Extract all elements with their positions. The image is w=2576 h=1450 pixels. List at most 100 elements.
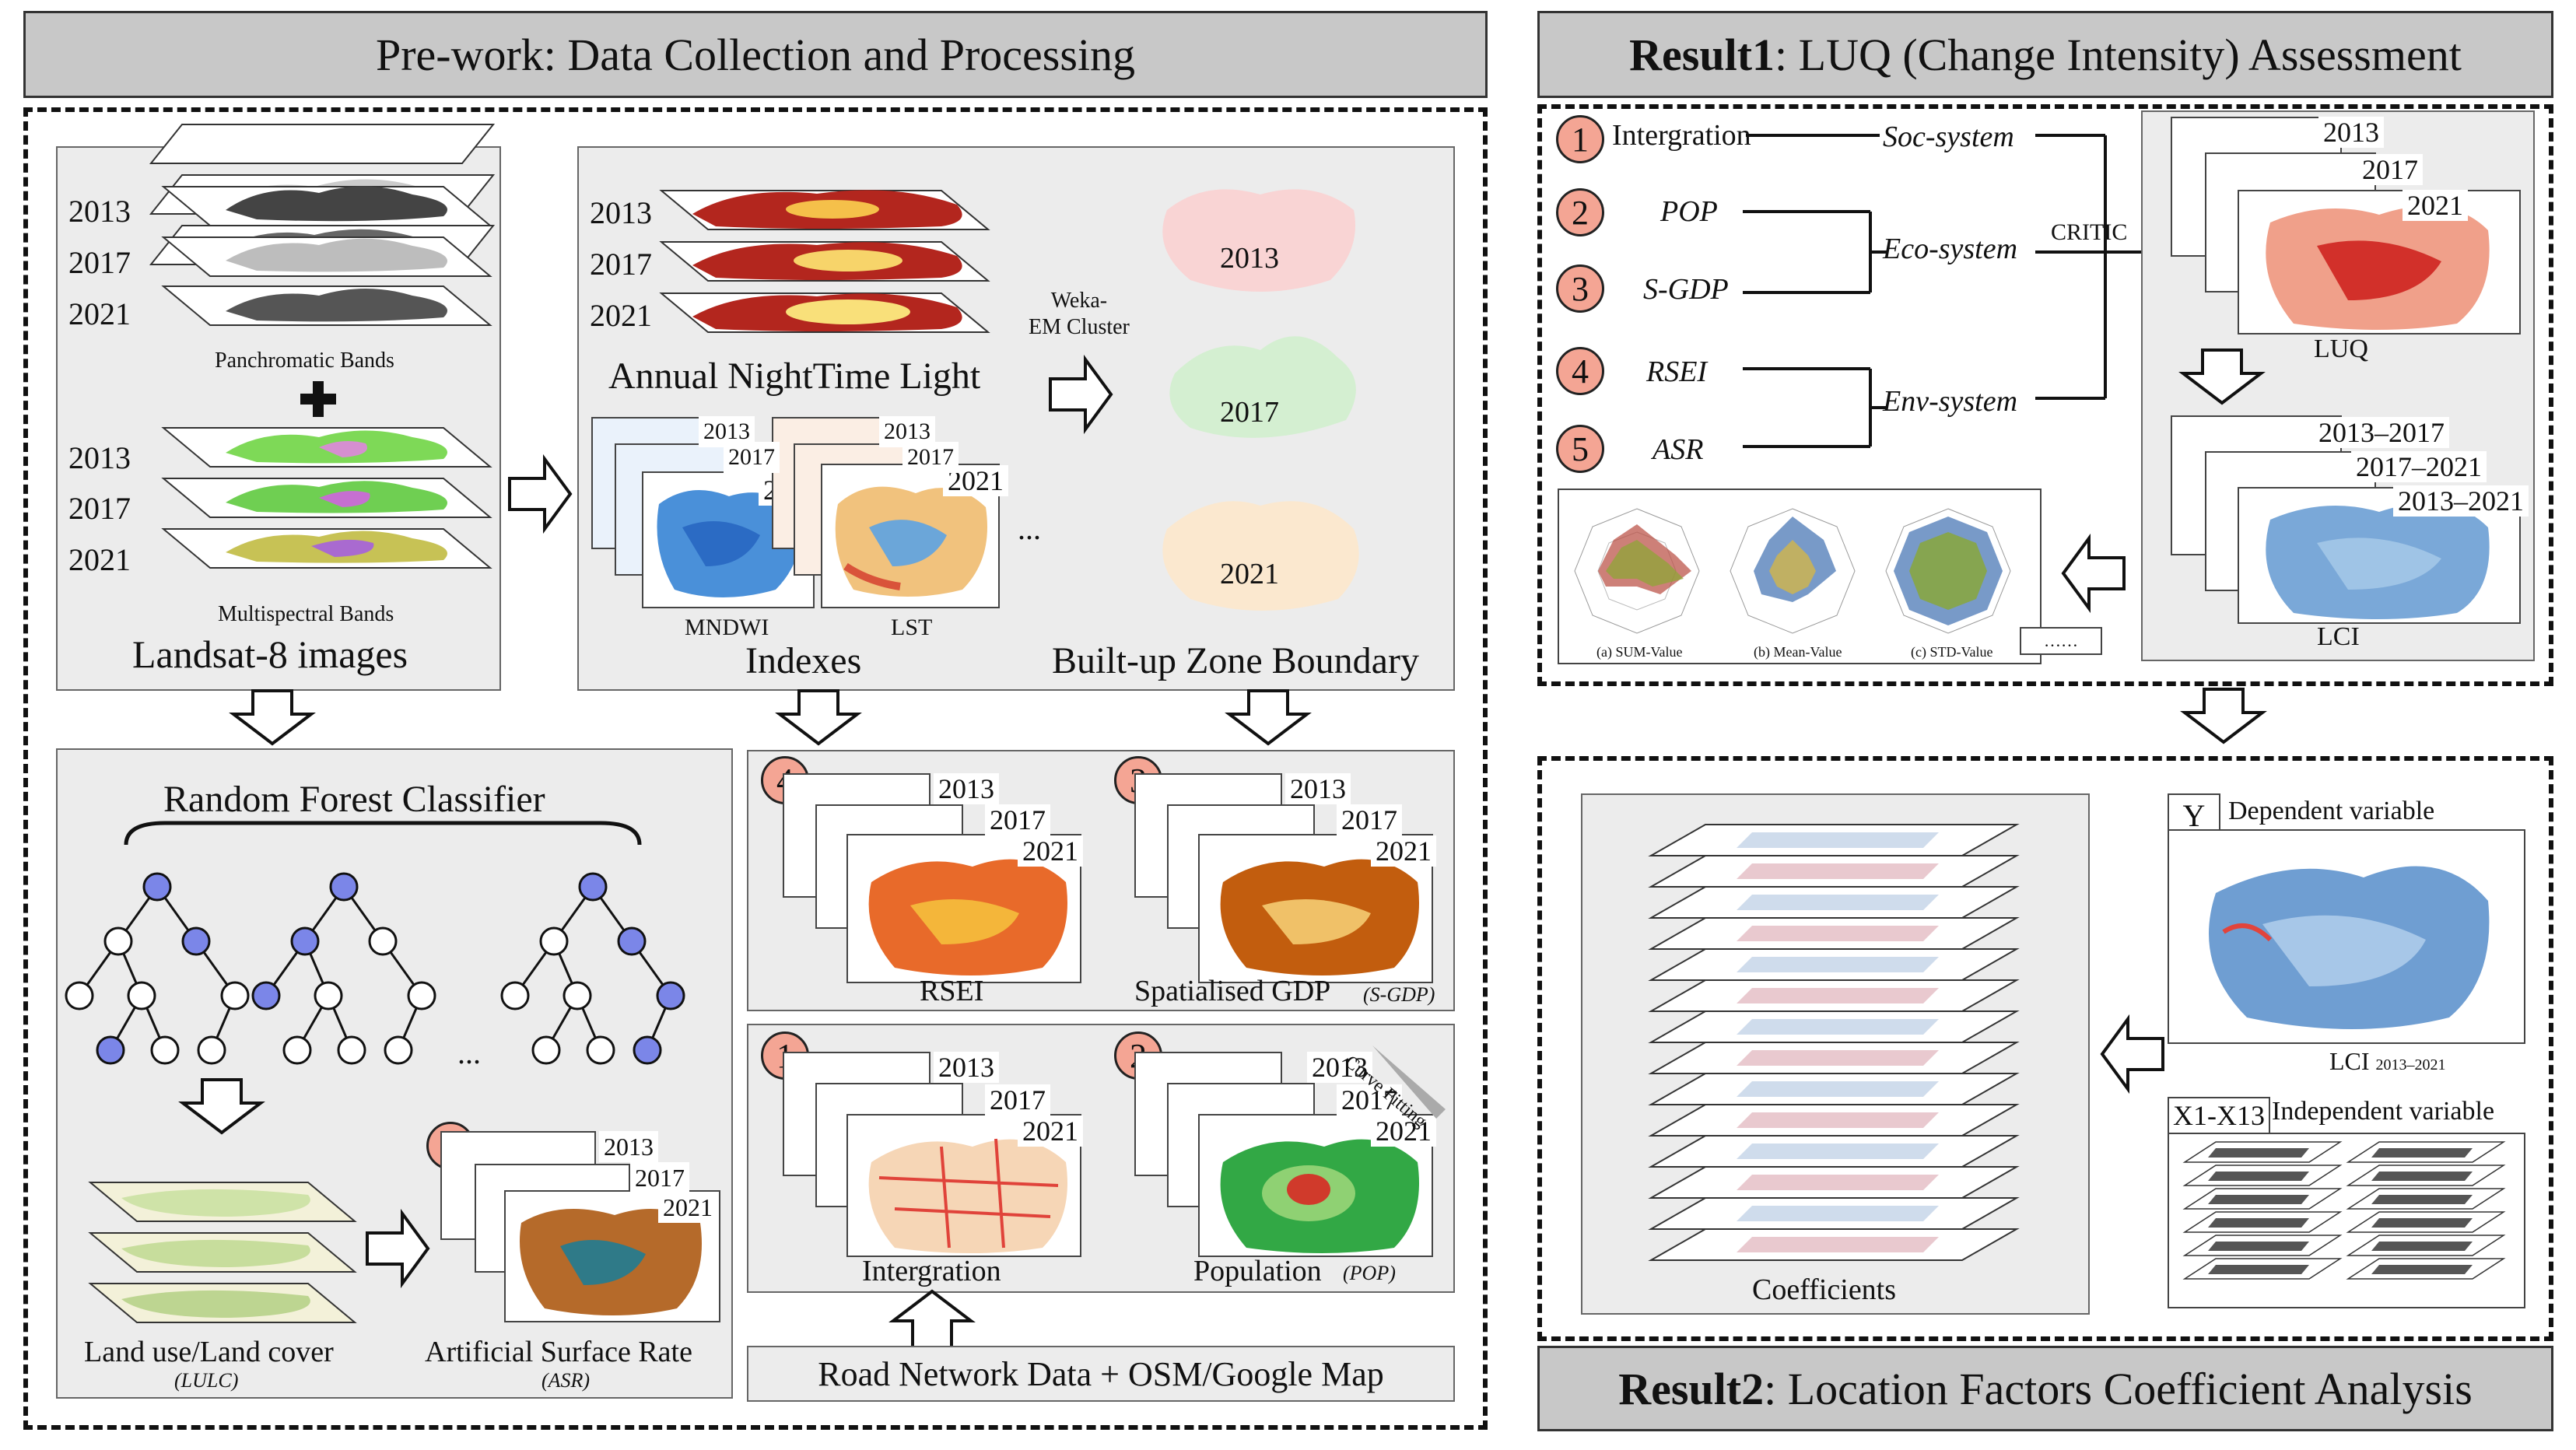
rf-node: [384, 1035, 413, 1065]
panchromatic-label: Panchromatic Bands: [215, 348, 394, 373]
coefficient-layer-fill: [1737, 926, 1939, 941]
asr-year-2013: 2013: [599, 1131, 658, 1162]
luq-label: LUQ: [2314, 334, 2368, 363]
coefficient-layer-fill: [1737, 1144, 1939, 1159]
indexes-title: Indexes: [745, 640, 862, 681]
sgdp-abbr: (S-GDP): [1363, 983, 1435, 1006]
landsat-title: Landsat-8 images: [132, 632, 408, 676]
independent-layer-fill: [2371, 1172, 2473, 1181]
pop-abbr: (POP): [1343, 1262, 1396, 1284]
rf-node: [539, 926, 569, 956]
rsei-map: [868, 859, 1067, 975]
arrow-left-radar: [2061, 533, 2126, 614]
r1-item-sgdp: S-GDP: [1643, 273, 1729, 306]
independent-layer-fill: [2208, 1242, 2309, 1251]
arrow-down-result1: [2180, 688, 2267, 744]
lci-dependent-main: LCI: [2329, 1047, 2370, 1075]
result1-title: Result1: LUQ (Change Intensity) Assessme…: [1629, 29, 2462, 81]
coefficient-layer-fill: [1737, 832, 1939, 848]
sgdp-card: [1198, 834, 1433, 983]
luq-year-2017: 2017: [2357, 154, 2423, 185]
asr-year-2017: 2017: [630, 1162, 689, 1193]
zone-2021: [1162, 501, 1359, 611]
y-tag-label: Y: [2182, 797, 2206, 833]
luq-card: [2238, 190, 2521, 334]
lci-label: LCI: [2317, 622, 2360, 651]
lci-period-1: 2013–2017: [2314, 417, 2449, 448]
multispectral-label: Multispectral Bands: [218, 602, 394, 626]
r1-badge-1: 1: [1556, 115, 1604, 163]
sgdp-map: [1220, 859, 1419, 975]
coefficient-layer-fill: [1737, 1019, 1939, 1035]
r1-badge-4: 4: [1556, 347, 1604, 395]
arrow-right-lulc: [366, 1208, 430, 1289]
ntl-year-2013: 2013: [590, 195, 652, 230]
independent-layer-fill: [2208, 1172, 2309, 1181]
prework-frame: [23, 107, 1488, 1430]
independent-layer-fill: [2208, 1218, 2309, 1228]
arrow-down-landsat: [229, 689, 316, 746]
pop-year-2017: 2017: [1337, 1084, 1402, 1116]
ms-layer-2013: [161, 427, 492, 468]
independent-label: Independent variable: [2272, 1097, 2495, 1126]
sgdp-year-2021: 2021: [1371, 835, 1436, 867]
lulc-abbr: (LULC): [174, 1369, 239, 1392]
ntl-layer-2013: [659, 190, 990, 230]
zone-2013: [1162, 189, 1355, 292]
integ-map: [868, 1138, 1067, 1253]
dependent-label: Dependent variable: [2228, 797, 2435, 825]
builtup-zones: [1162, 189, 1359, 611]
independent-layer-fill: [2208, 1265, 2309, 1274]
radar-more-box: ……: [2020, 627, 2102, 655]
result2-title: Result2: Location Factors Coefficient An…: [1618, 1363, 2473, 1415]
rf-node: [127, 981, 156, 1010]
r1-item-pop: POP: [1660, 195, 1718, 228]
soc-system: Soc-system: [1883, 121, 2014, 153]
ntl-title: Annual NightTime Light: [608, 355, 981, 397]
sgdp-label: Spatialised GDP: [1134, 975, 1331, 1007]
x-tag-label: X1-X13: [2173, 1100, 2265, 1131]
arrow-down-luq: [2178, 348, 2266, 405]
lst-label: LST: [891, 615, 933, 640]
pop-label: Population: [1193, 1255, 1322, 1287]
lci-dependent-card: [2168, 829, 2525, 1044]
coefficient-layer-fill: [1737, 1050, 1939, 1066]
ntl-layer-2017: [659, 241, 990, 282]
zone-year-2021: 2021: [1220, 558, 1279, 590]
coefficients-label: Coefficients: [1752, 1273, 1897, 1306]
landsat-year-2017-b: 2017: [68, 491, 131, 526]
coefficient-layer-fill: [1737, 1237, 1939, 1252]
rf-node: [197, 1035, 226, 1065]
independent-layer-fill: [2371, 1195, 2473, 1204]
lci-dependent-sub: 2013–2021: [2375, 1056, 2446, 1073]
pop-card: [1198, 1114, 1433, 1257]
r1-badge-2: 2: [1556, 188, 1604, 236]
x-tag: X1-X13: [2168, 1097, 2270, 1134]
rf-node: [563, 981, 592, 1010]
landsat-stacks: [161, 186, 492, 569]
zone-2017: [1169, 336, 1356, 438]
r1-badge-5: 5: [1556, 425, 1604, 473]
lulc-stack: [88, 1182, 357, 1323]
integ-year-2013: 2013: [934, 1052, 999, 1083]
arrow-right-landsat: [508, 454, 573, 534]
ms-layer-2017: [161, 478, 492, 518]
rf-node: [586, 1035, 615, 1065]
result1-title-bold: Result1: [1629, 29, 1775, 80]
rsei-card: [846, 834, 1081, 983]
rf-node: [617, 926, 647, 956]
rf-node: [500, 981, 530, 1010]
radar-panel: [1558, 489, 2042, 664]
lci-period-3: 2013–2021: [2393, 485, 2529, 517]
ms-layer-2021: [161, 528, 492, 569]
independent-layer-fill: [2208, 1195, 2309, 1204]
env-system: Env-system: [1883, 385, 2018, 418]
r1-bracket-lines: [1743, 134, 2152, 448]
ntl-layer-2021: [659, 292, 990, 333]
landsat-year-2017: 2017: [68, 245, 131, 280]
pop-map: [1220, 1139, 1419, 1253]
prework-title: Pre-work: Data Collection and Processing: [375, 29, 1136, 80]
r1-badge-3: 3: [1556, 264, 1604, 313]
independent-layer-fill: [2371, 1148, 2473, 1158]
asr-abbr: (ASR): [541, 1369, 591, 1392]
